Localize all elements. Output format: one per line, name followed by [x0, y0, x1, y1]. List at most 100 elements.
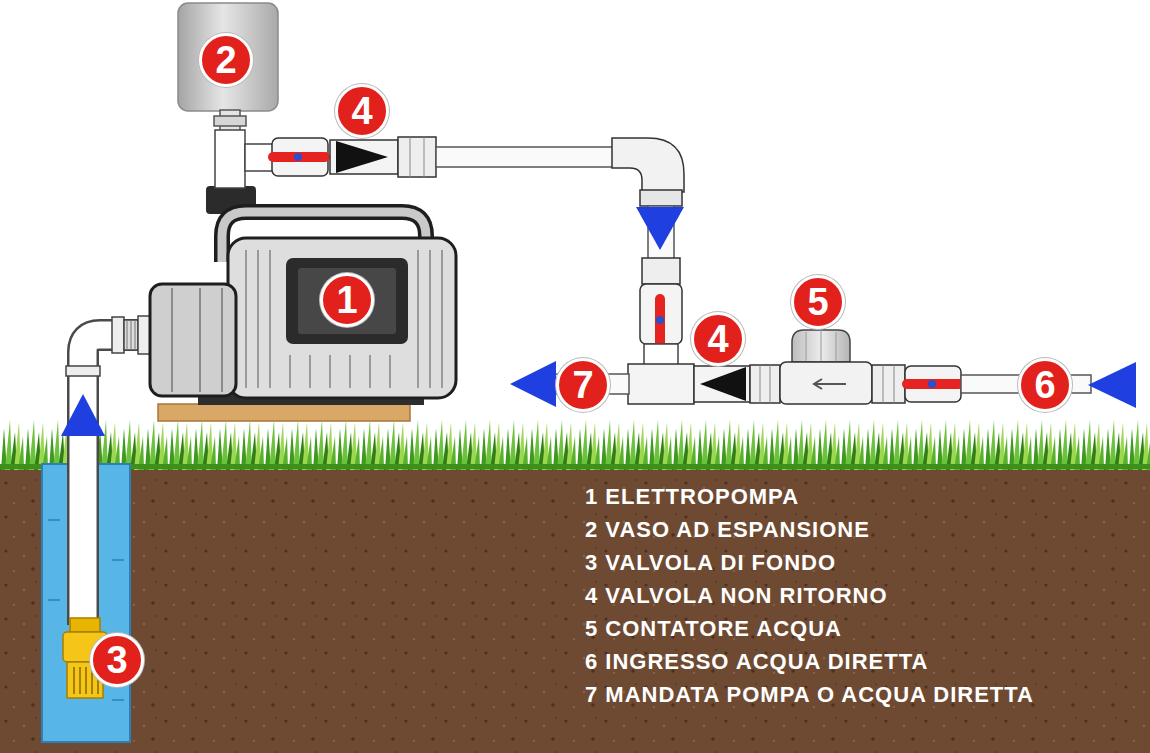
- callout-circle: 5: [791, 275, 845, 329]
- legend-text: 3 VALVOLA DI FONDO: [585, 550, 836, 576]
- outlet-piping: [330, 140, 398, 174]
- outlet-piping: [655, 294, 665, 348]
- outlet-piping: [770, 365, 771, 403]
- electric-pump: [269, 250, 271, 388]
- electric-pump: [257, 250, 259, 388]
- inlet-piping: [883, 365, 884, 403]
- inlet-piping: [872, 365, 905, 403]
- inlet-piping: [872, 362, 1136, 408]
- water-meter: [780, 330, 872, 404]
- suction-pipe: [124, 320, 138, 350]
- foot-valve: [79, 667, 81, 694]
- inlet-piping: [928, 380, 936, 388]
- water-meter: [821, 330, 822, 362]
- callout-circle: 1: [320, 273, 374, 327]
- outlet-piping: [636, 207, 684, 250]
- electric-pump: [309, 355, 311, 388]
- foot-valve: [73, 667, 75, 694]
- outlet-piping: [294, 153, 302, 161]
- electric-pump: [286, 258, 408, 344]
- legend-text: 6 INGRESSO ACQUA DIRETTA: [585, 649, 928, 675]
- callout-number: 4: [351, 92, 372, 130]
- outlet-piping: [398, 137, 436, 177]
- inlet-piping: [1088, 362, 1136, 408]
- electric-pump: [369, 355, 371, 388]
- electric-pump: [150, 186, 456, 421]
- water-meter: [806, 332, 807, 362]
- outlet-piping: [700, 367, 746, 401]
- electric-pump: [150, 284, 236, 396]
- callout-number: 3: [106, 641, 127, 679]
- callout-number: 1: [336, 281, 357, 319]
- electric-pump: [245, 250, 247, 388]
- suction-pipe: [83, 335, 152, 625]
- expansion-vessel: [178, 3, 278, 111]
- water-meter: [814, 379, 846, 389]
- electric-pump: [158, 404, 410, 421]
- callout-circle: 3: [90, 633, 144, 687]
- outlet-piping: [268, 152, 330, 162]
- electric-pump: [441, 250, 443, 388]
- suction-pipe: [66, 366, 100, 376]
- foot-valve: [70, 618, 100, 632]
- water-meter: [836, 332, 837, 362]
- ground: [0, 418, 1150, 470]
- outlet-piping: [215, 130, 780, 407]
- ground: [0, 464, 1150, 469]
- well: [48, 519, 60, 521]
- electric-pump: [289, 355, 291, 388]
- foot-valve: [85, 667, 87, 694]
- suction-pipe: [61, 316, 152, 625]
- callout-number: 7: [572, 366, 593, 404]
- outlet-piping: [424, 137, 425, 177]
- outlet-piping: [336, 141, 388, 173]
- outlet-piping: [612, 138, 684, 192]
- callout-circle: 4: [335, 84, 389, 138]
- ground: [0, 464, 1150, 753]
- legend-text: 1 ELETTROPOMPA: [585, 484, 799, 510]
- water-meter: [792, 330, 850, 362]
- outlet-piping: [410, 137, 411, 177]
- electric-pump: [221, 288, 223, 392]
- legend-text: 5 CONTATORE ACQUA: [585, 616, 842, 642]
- electric-pump: [389, 355, 391, 388]
- outlet-piping: [694, 366, 750, 402]
- outlet-piping: [628, 364, 694, 404]
- outlet-piping: [760, 365, 761, 403]
- callout-circle: 6: [1018, 358, 1072, 412]
- suction-pipe: [112, 317, 124, 353]
- inlet-piping: [902, 379, 964, 389]
- outlet-piping: [656, 316, 664, 324]
- outlet-piping: [436, 147, 614, 167]
- expansion-vessel: [214, 116, 246, 126]
- outlet-piping: [644, 344, 678, 366]
- electric-pump: [171, 288, 173, 392]
- outlet-piping: [750, 365, 780, 403]
- callout-circle: 7: [556, 358, 610, 412]
- callout-circle: 4: [691, 312, 745, 366]
- water-meter: [780, 362, 872, 404]
- outlet-piping: [510, 361, 556, 407]
- outlet-piping: [640, 190, 682, 206]
- callout-number: 5: [807, 283, 828, 321]
- callout-number: 6: [1034, 366, 1055, 404]
- outlet-piping: [215, 130, 245, 188]
- expansion-vessel: [178, 3, 278, 132]
- suction-pipe: [131, 320, 132, 350]
- legend-text: 2 VASO AD ESPANSIONE: [585, 517, 870, 543]
- well: [48, 599, 60, 601]
- suction-pipe: [83, 335, 152, 625]
- callout-number: 2: [215, 41, 236, 79]
- electric-pump: [329, 355, 331, 388]
- electric-pump: [349, 355, 351, 388]
- suction-pipe: [135, 320, 136, 350]
- legend-text: 4 VALVOLA NON RITORNO: [585, 583, 888, 609]
- electric-pump: [199, 288, 201, 392]
- outlet-piping: [642, 258, 680, 284]
- well: [112, 559, 124, 561]
- electric-pump: [417, 250, 419, 388]
- callout-circle: 2: [199, 33, 253, 87]
- electric-pump: [298, 268, 396, 334]
- electric-pump: [429, 250, 431, 388]
